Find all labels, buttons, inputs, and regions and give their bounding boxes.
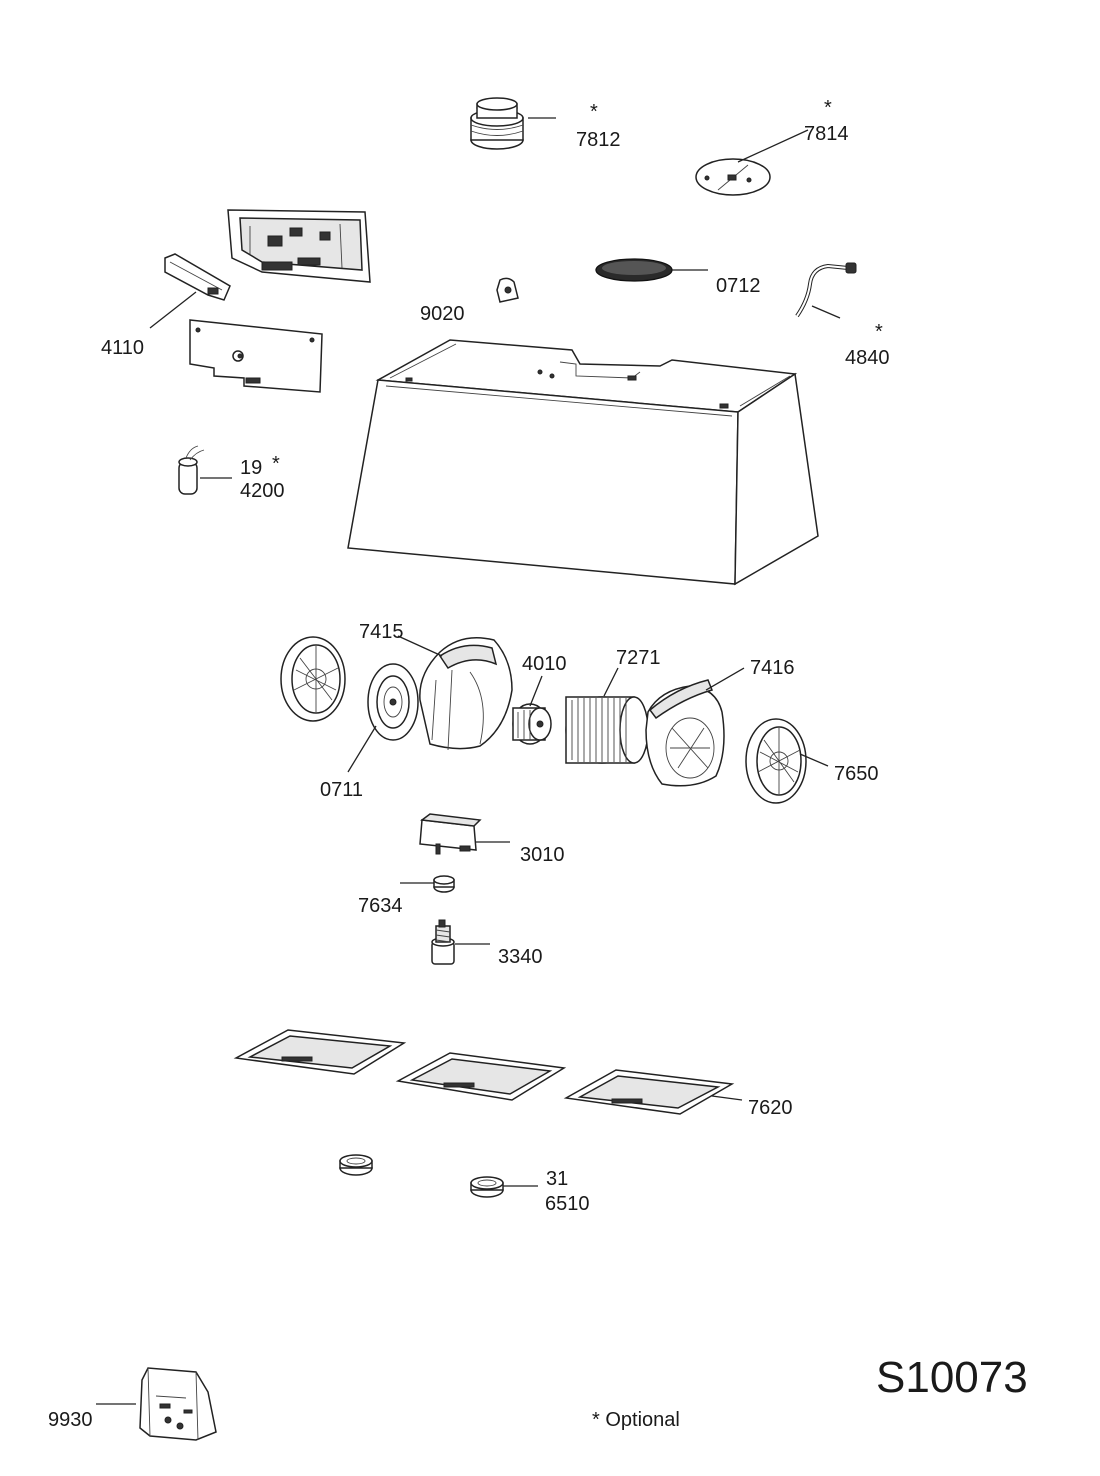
grease-filter-middle-part [395, 1052, 567, 1101]
left-blower-housing-part [419, 637, 513, 751]
part-number-3010: 3010 [520, 844, 565, 866]
grease-filter-right-part [563, 1069, 735, 1115]
part-marker: * [272, 453, 280, 475]
part-number-3340: 3340 [498, 946, 543, 968]
leader-line [149, 291, 197, 329]
part-number-7814: 7814 [804, 123, 849, 145]
part-number-7634: 7634 [358, 895, 403, 917]
lamp-holder-part [431, 919, 455, 965]
right-blower-housing-part [645, 679, 725, 787]
power-cord-part [795, 262, 857, 318]
part-marker: * [824, 97, 832, 119]
motor-part [512, 703, 552, 745]
washer-part [433, 875, 455, 893]
part-number-7415: 7415 [359, 621, 404, 643]
optional-footnote: * Optional [592, 1409, 680, 1431]
part-number-19: 19 [240, 457, 262, 479]
control-panel-board-part [189, 319, 323, 393]
part-number-7271: 7271 [616, 647, 661, 669]
leader-line [347, 725, 377, 773]
grease-filter-left-part [233, 1029, 407, 1075]
leader-line [711, 1095, 743, 1101]
capacitor-part [178, 445, 205, 495]
part-number-4010: 4010 [522, 653, 567, 675]
damper-plate-part [695, 158, 771, 196]
right-blower-grille-part [745, 718, 807, 804]
blower-wheel-part [565, 696, 649, 764]
lamp-lens-left-part [339, 1154, 373, 1176]
leader-line [603, 667, 619, 697]
part-number-9930: 9930 [48, 1409, 93, 1431]
inlet-ring-part [367, 663, 419, 741]
leader-line [737, 129, 809, 163]
part-number-31: 31 [546, 1168, 568, 1190]
left-blower-grille-part [280, 636, 346, 722]
control-box-part [227, 209, 371, 283]
duct-collar-part [470, 97, 524, 150]
leader-line [397, 635, 443, 657]
part-marker: * [875, 321, 883, 343]
lamp-lens-right-part [470, 1176, 504, 1198]
switch-bracket-part [164, 253, 231, 301]
part-number-0712: 0712 [716, 275, 761, 297]
part-number-7620: 7620 [748, 1097, 793, 1119]
leader-line [529, 675, 543, 707]
part-number-4110: 4110 [101, 337, 144, 359]
part-number-4840: 4840 [845, 347, 890, 369]
hood-body-part [347, 339, 819, 586]
part-number-0711: 0711 [320, 779, 363, 801]
part-number-7812: 7812 [576, 129, 621, 151]
part-number-4200: 4200 [240, 480, 285, 502]
part-number-7416: 7416 [750, 657, 795, 679]
leader-line [799, 753, 829, 767]
leader-line [705, 667, 745, 691]
part-number-9020: 9020 [420, 303, 465, 325]
hardware-bag-part [139, 1367, 217, 1441]
part-number-6510: 6510 [545, 1193, 590, 1215]
round-filter-disc-part [595, 258, 673, 282]
leader-line [811, 305, 841, 319]
part-marker: * [590, 101, 598, 123]
switch-box-part [419, 813, 482, 855]
part-number-7650: 7650 [834, 763, 879, 785]
thermal-fuse-part [496, 277, 519, 303]
model-code: S10073 [876, 1353, 1028, 1402]
